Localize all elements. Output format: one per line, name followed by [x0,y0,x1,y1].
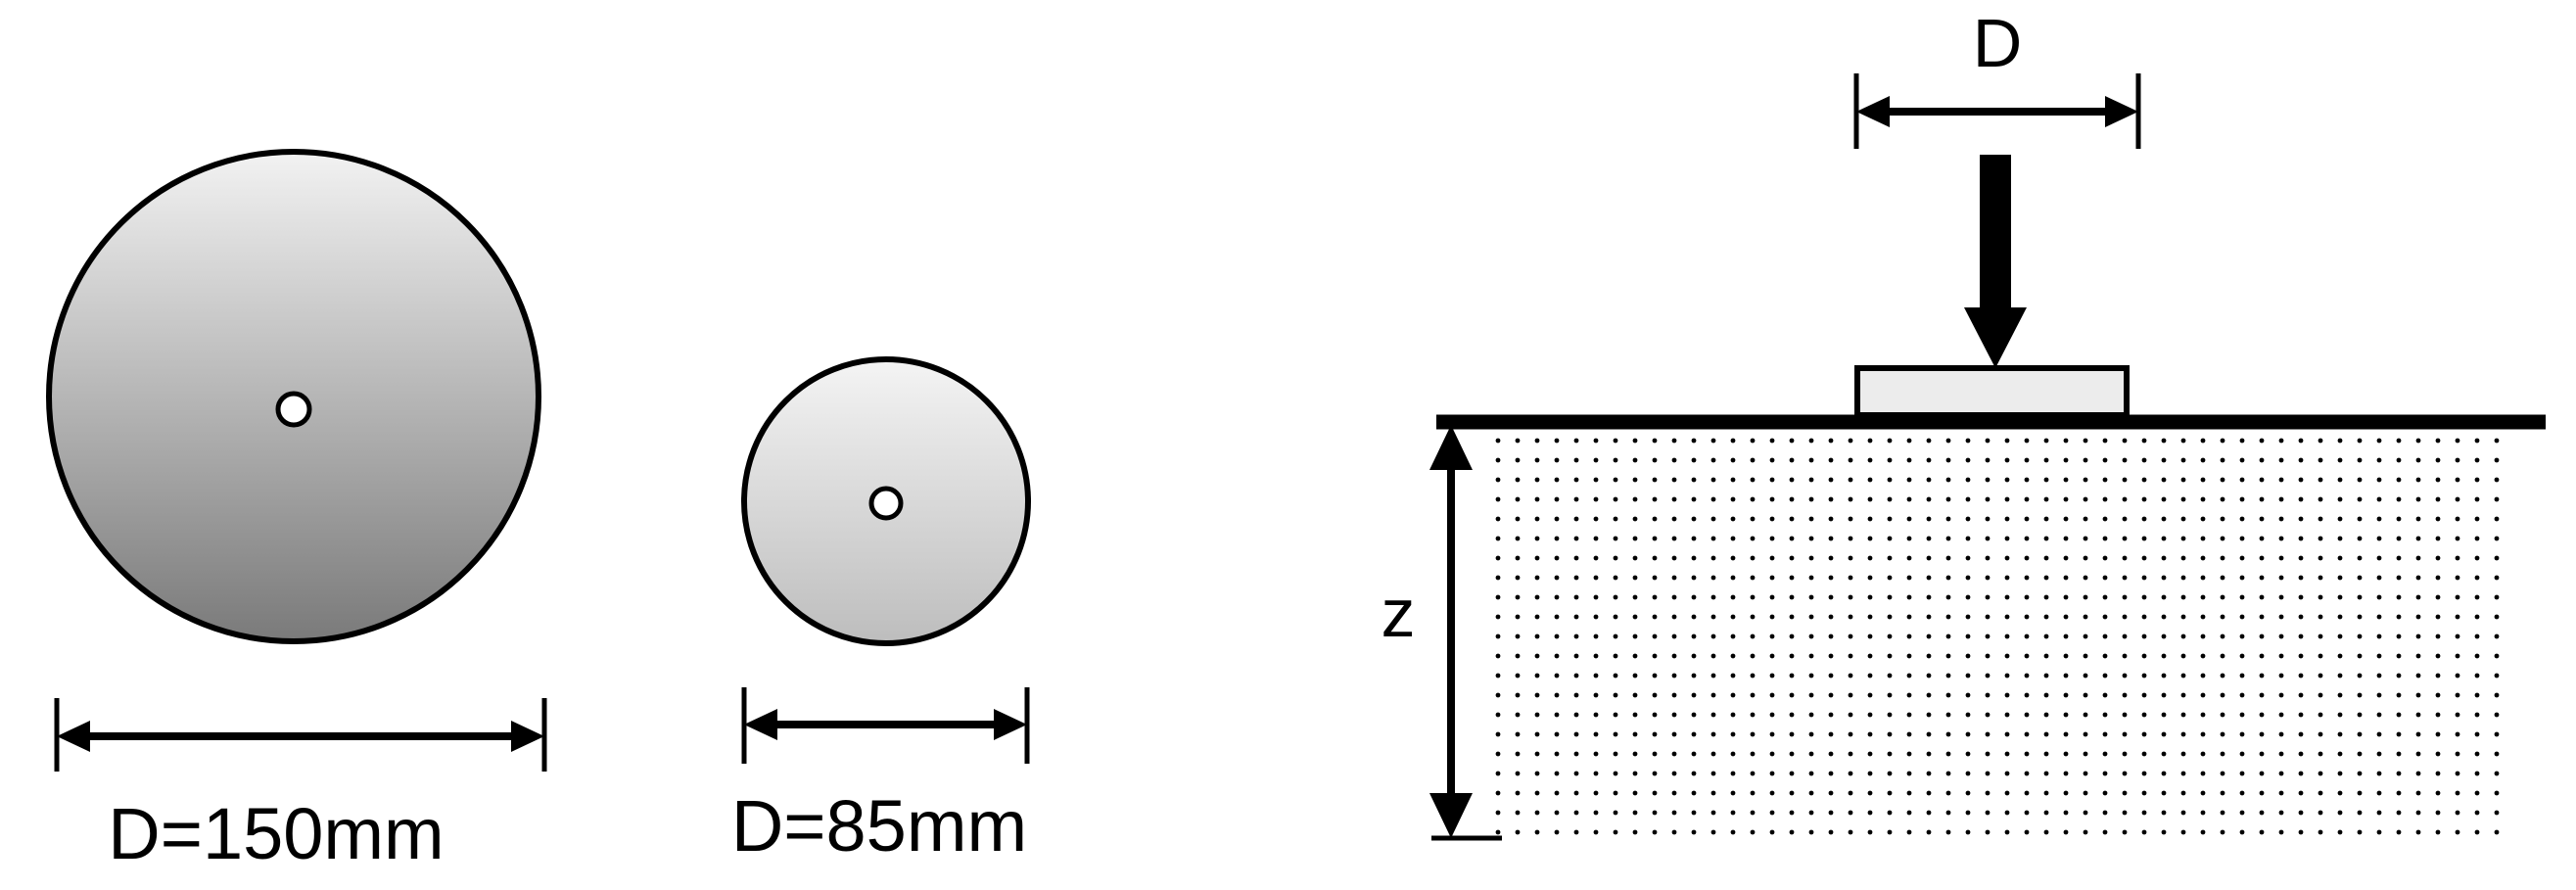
load-arrow [1964,155,2027,368]
large-plate-label: D=150mm [108,793,444,874]
depth-dimension-arrow [1429,425,1502,841]
soil-loading-diagram: D z [1382,5,2546,841]
soil-mass [1488,429,2506,840]
small-plate-label: D=85mm [731,785,1027,867]
large-plate-dimension-arrow [54,698,547,772]
footing-plate [1854,365,2130,418]
large-plate-group: D=150mm [46,149,547,874]
width-dimension-arrow [1853,73,2141,149]
small-plate-center-hole [868,486,904,521]
small-plate-dimension-arrow [741,687,1030,764]
large-plate-center-hole [275,391,312,428]
width-label: D [1973,5,2023,81]
small-plate-group: D=85mm [731,356,1031,867]
depth-label: z [1382,575,1416,651]
